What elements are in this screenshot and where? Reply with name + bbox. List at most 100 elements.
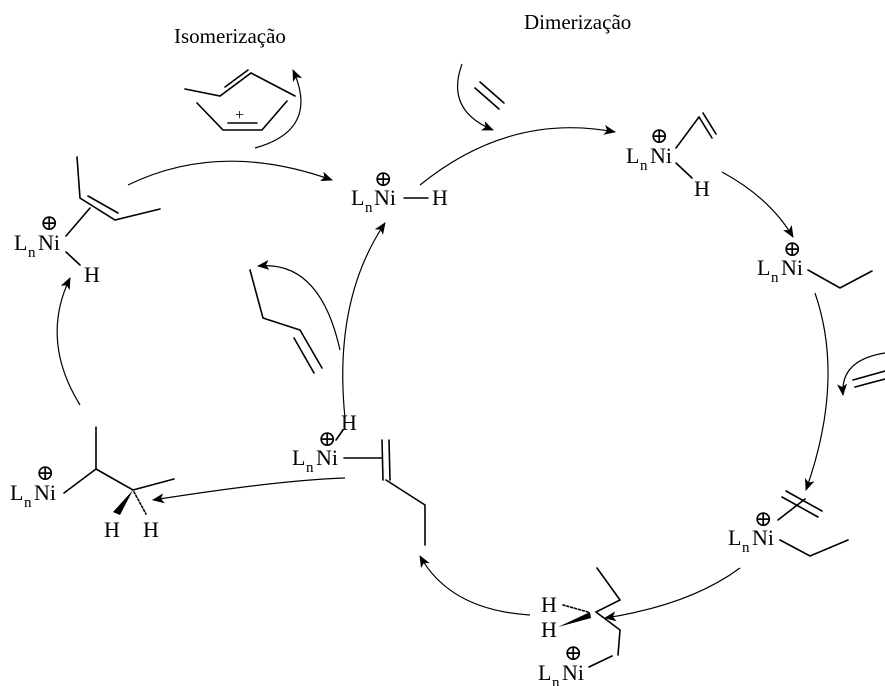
isomerization-arrow-3 <box>127 160 333 186</box>
nickel-label: Ni <box>562 660 584 685</box>
nickel-hydride-butene-complex: H L n Ni ⊕ <box>292 410 426 546</box>
dimerization-arrow-4 <box>604 567 741 622</box>
2-butene-release-arrow <box>254 69 303 149</box>
ethylene-insertion-arrow <box>457 63 494 131</box>
positive-charge: ⊕ <box>374 166 392 191</box>
nickel-ethylene-hydride-complex: L n Ni ⊕ H <box>626 112 717 201</box>
ligand-label: L <box>14 230 27 255</box>
ligand-subscript: n <box>552 675 560 686</box>
ligand-label: L <box>538 660 551 685</box>
ethylene-double-bond-inner <box>702 112 717 135</box>
ligand-label: L <box>10 480 23 505</box>
dimerization-arrow-5 <box>419 555 531 616</box>
nickel-ethyl-complex: L n Ni ⊕ <box>757 236 873 289</box>
sec-butyl-ch-bond <box>95 468 134 491</box>
positive-charge: ⊕ <box>754 506 772 531</box>
1-butene-release-arrow <box>257 259 341 351</box>
ethylene-bond <box>675 116 700 149</box>
ligand-subscript: n <box>640 158 648 174</box>
ethylene-addition-arrow <box>837 352 885 396</box>
ni-c-bond <box>588 655 613 668</box>
ethylene-reactant <box>474 87 500 110</box>
positive-charge: ⊕ <box>783 236 801 261</box>
2-butene-chain <box>76 156 161 221</box>
butene-chain <box>385 479 426 546</box>
sec-butyl-backbone <box>63 426 97 494</box>
ni-alkene-bond <box>65 207 91 237</box>
butene-double-bond <box>381 439 384 481</box>
hashed-bond <box>562 604 589 613</box>
dimerization-arrow-3 <box>804 292 829 491</box>
positive-charge: ⊕ <box>318 426 336 451</box>
ligand-subscript: n <box>306 460 314 476</box>
trans-2-butene <box>184 72 296 97</box>
butyl-chain <box>594 567 622 656</box>
nickel-label: Ni <box>316 445 338 470</box>
nickel-label: Ni <box>781 255 803 280</box>
dimerization-arrow-1 <box>419 125 616 186</box>
ni-h-bond <box>675 162 693 179</box>
ethyl-chain <box>807 269 873 289</box>
isomerization-arrow-1 <box>152 477 346 504</box>
nickel-label: Ni <box>650 143 672 168</box>
nickel-label: Ni <box>752 525 774 550</box>
hydrogen-label: H <box>432 185 448 210</box>
ethyl-chain <box>779 539 849 557</box>
nickel-ethyl-ethylene-complex: L n Ni ⊕ <box>728 490 849 557</box>
butene-double-bond-inner <box>388 439 391 481</box>
nickel-hydride-complex: L n Ni ⊕ H <box>351 166 448 216</box>
hydrogen-label: H <box>341 410 357 435</box>
ligand-label: L <box>626 143 639 168</box>
ni-h-bond <box>65 251 81 266</box>
ligand-subscript: n <box>771 270 779 286</box>
ethylene-reactant-2 <box>852 370 885 381</box>
dimerization-arrow-2 <box>721 171 794 238</box>
ethylene-double-bond-inner <box>785 490 823 512</box>
dimerization-title: Dimerização <box>524 10 631 34</box>
nickel-sec-butyl-complex: L n Ni ⊕ H H <box>10 426 175 542</box>
ligand-label: L <box>292 445 305 470</box>
cis-2-butene <box>196 100 288 131</box>
hydrogen-label: H <box>694 176 710 201</box>
nickel-butyl-complex: H H L n Ni ⊕ <box>538 567 622 686</box>
1-butene-double-bond <box>293 337 315 374</box>
hydrogen-label: H <box>143 517 159 542</box>
ethylene-double-bond <box>781 496 819 518</box>
sec-butyl-methyl <box>132 478 175 491</box>
ethylene-reactant-2-inner <box>854 378 885 388</box>
ligand-label: L <box>728 525 741 550</box>
positive-charge: ⊕ <box>564 640 582 665</box>
ligand-subscript: n <box>28 245 36 261</box>
isomerization-arrow-2 <box>56 277 81 406</box>
hydrogen-label: H <box>84 262 100 287</box>
ethylene-reactant-inner <box>479 81 505 104</box>
hydrogen-label: H <box>541 617 557 642</box>
plus-sign: + <box>235 107 244 124</box>
1-butene-product <box>249 269 323 369</box>
ethylene-bond <box>777 498 806 521</box>
ethylene-double-bond <box>698 116 713 139</box>
wedge-bond <box>113 490 133 515</box>
hashed-bond <box>133 491 147 515</box>
nickel-label: Ni <box>374 185 396 210</box>
butene-release-arrow <box>342 222 386 419</box>
isomerization-title: Isomerização <box>174 24 286 48</box>
positive-charge: ⊕ <box>36 460 54 485</box>
2-butene-double-bond-inner <box>87 195 119 214</box>
nickel-label: Ni <box>38 230 60 255</box>
ligand-label: L <box>757 255 770 280</box>
ligand-subscript: n <box>24 495 32 511</box>
2-butene-product: + <box>184 69 296 131</box>
positive-charge: ⊕ <box>650 123 668 148</box>
ligand-label: L <box>351 185 364 210</box>
ligand-subscript: n <box>742 540 750 556</box>
nickel-hydride-2-butene-complex: L n Ni ⊕ H <box>14 156 161 287</box>
positive-charge: ⊕ <box>40 210 58 235</box>
trans-2-butene-double-bond <box>224 69 249 88</box>
nickel-label: Ni <box>34 480 56 505</box>
ligand-subscript: n <box>365 200 373 216</box>
wedge-bond <box>558 612 591 627</box>
ni-h-bond <box>335 429 344 441</box>
hydrogen-label: H <box>541 592 557 617</box>
